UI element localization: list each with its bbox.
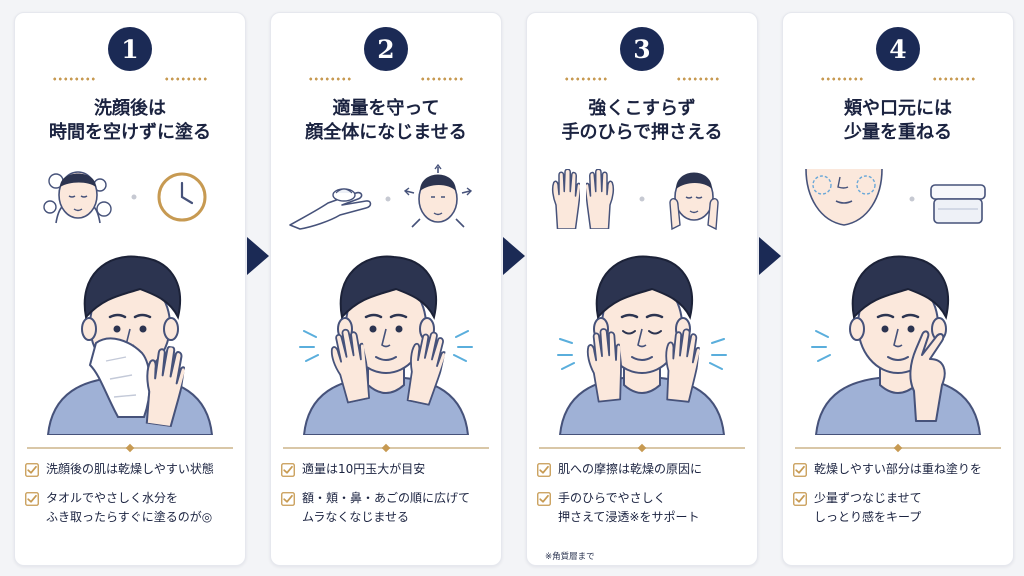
step-title-line: 洗顔後は (94, 98, 166, 119)
separator-dot (909, 196, 915, 202)
face-arrows-icon (403, 163, 473, 228)
man-hands-on-cheeks-illustration (299, 245, 473, 435)
dotted-divider (932, 77, 976, 81)
tip-text: 洗顔後の肌は乾燥しやすい状態 (46, 462, 214, 476)
next-step-arrow (503, 237, 525, 275)
tip-text: タオルでやさしく水分を ふき取ったらすぐに塗るのが◎ (46, 489, 212, 527)
face-washing-icon (43, 171, 112, 224)
step-title-line: 頬や口元には (844, 98, 952, 119)
tip-list: 洗顔後の肌は乾燥しやすい状態 タオルでやさしく水分を ふき取ったらすぐに塗るのが… (25, 460, 239, 537)
section-divider (795, 447, 1001, 449)
separator-dot (639, 196, 645, 202)
sparkle-lines (557, 338, 727, 370)
tip-line: タオルでやさしく水分を (46, 491, 179, 505)
tip-item: 少量ずつなじませて しっとり感をキープ (793, 489, 1007, 527)
next-step-arrow (759, 237, 781, 275)
step-title-line: 強くこすらず (588, 98, 696, 119)
tip-line: しっとり感をキープ (814, 510, 922, 524)
tip-list: 乾燥しやすい部分は重ね塗りを 少量ずつなじませて しっとり感をキープ (793, 460, 1007, 537)
dotted-divider (564, 77, 608, 81)
palm-with-cream-icon (289, 188, 372, 230)
man-fingers-on-cheek-illustration (811, 245, 998, 435)
cream-jar-icon (930, 184, 986, 224)
tip-text: 乾燥しやすい部分は重ね塗りを (814, 462, 982, 476)
step-card-1: 1 洗顔後は 時間を空けずに塗る 洗顔後の肌 (14, 12, 246, 566)
dotted-divider (676, 77, 720, 81)
step-icons (43, 171, 207, 224)
checkbox-icon (793, 492, 807, 506)
checkbox-icon (537, 492, 551, 506)
sparkle-lines (299, 330, 473, 362)
dotted-divider (420, 77, 464, 81)
tip-line: ムラなくなじませる (302, 510, 410, 524)
step-card-2: 2 適量を守って 顔全体になじませる 適量は10円玉大が目安 (270, 12, 502, 566)
hand-fingers-icon (909, 330, 946, 422)
section-divider (27, 447, 233, 449)
lower-face-dry-zones-icon (805, 168, 883, 226)
checkbox-icon (537, 463, 551, 477)
dotted-divider (308, 77, 352, 81)
clock-icon (157, 172, 207, 222)
step-card-3: 3 強くこすらず 手のひらで押さえる 肌への摩擦は乾燥の原因に (526, 12, 758, 566)
tip-text: 額・頬・鼻・あごの順に広げて ムラなくなじませる (302, 489, 470, 527)
checkbox-icon (281, 492, 295, 506)
step-title-line: 手のひらで押さえる (561, 122, 723, 143)
face-palm-press-icon (669, 172, 719, 231)
tip-item: 手のひらでやさしく 押さえて浸透※をサポート (537, 489, 751, 527)
tip-item: 額・頬・鼻・あごの順に広げて ムラなくなじませる (281, 489, 495, 527)
step-title-line: 顔全体になじませる (305, 122, 467, 143)
tip-item: 乾燥しやすい部分は重ね塗りを (793, 460, 1007, 479)
step-icons (289, 163, 473, 230)
sparkle-lines (811, 330, 831, 362)
step-card-4: 4 頬や口元には 少量を重ねる 乾燥しやすい部分は重ね塗りを (782, 12, 1014, 566)
tip-list: 肌への摩擦は乾燥の原因に 手のひらでやさしく 押さえて浸透※をサポート (537, 460, 751, 537)
step-icons (551, 169, 719, 231)
checkbox-icon (793, 463, 807, 477)
step-number-badge: 2 (364, 27, 408, 71)
checkbox-icon (281, 463, 295, 477)
section-divider (283, 447, 489, 449)
tip-item: 洗顔後の肌は乾燥しやすい状態 (25, 460, 239, 479)
step-title-line: 少量を重ねる (844, 122, 952, 143)
footnote: ※角質層まで (545, 552, 595, 562)
dotted-divider (52, 77, 96, 81)
step-title-line: 適量を守って (332, 98, 440, 119)
tip-line: 少量ずつなじませて (814, 491, 922, 505)
checkbox-icon (25, 463, 39, 477)
section-divider (539, 447, 745, 449)
dotted-divider (164, 77, 208, 81)
step-title: 洗顔後は 時間を空けずに塗る (15, 97, 245, 145)
tip-item: 肌への摩擦は乾燥の原因に (537, 460, 751, 479)
tip-text: 手のひらでやさしく 押さえて浸透※をサポート (558, 489, 699, 527)
step-title: 強くこすらず 手のひらで押さえる (527, 97, 757, 145)
dotted-divider (820, 77, 864, 81)
step-icons (805, 168, 986, 226)
tip-item: タオルでやさしく水分を ふき取ったらすぐに塗るのが◎ (25, 489, 239, 527)
separator-dot (131, 194, 137, 200)
step-number-badge: 4 (876, 27, 920, 71)
step-number-badge: 1 (108, 27, 152, 71)
tip-text: 肌への摩擦は乾燥の原因に (558, 462, 703, 476)
tip-item: 適量は10円玉大が目安 (281, 460, 495, 479)
next-step-arrow (247, 237, 269, 275)
tip-line: 押さえて浸透※をサポート (558, 510, 700, 524)
man-pressing-towel-illustration (30, 245, 230, 435)
tip-text: 適量は10円玉大が目安 (302, 462, 426, 476)
tip-line: 額・頬・鼻・あごの順に広げて (302, 491, 471, 505)
tip-line: 手のひらでやさしく (558, 491, 666, 505)
step-title: 適量を守って 顔全体になじませる (271, 97, 501, 145)
man-eyes-closed-palms-illustration (557, 245, 727, 435)
tip-line: ふき取ったらすぐに塗るのが◎ (46, 510, 213, 524)
open-palms-icon (551, 169, 615, 229)
step-title: 頬や口元には 少量を重ねる (783, 97, 1013, 145)
tip-text: 少量ずつなじませて しっとり感をキープ (814, 489, 922, 527)
separator-dot (385, 196, 391, 202)
tip-list: 適量は10円玉大が目安 額・頬・鼻・あごの順に広げて ムラなくなじませる (281, 460, 495, 537)
step-title-line: 時間を空けずに塗る (49, 122, 211, 143)
step-number-badge: 3 (620, 27, 664, 71)
checkbox-icon (25, 492, 39, 506)
